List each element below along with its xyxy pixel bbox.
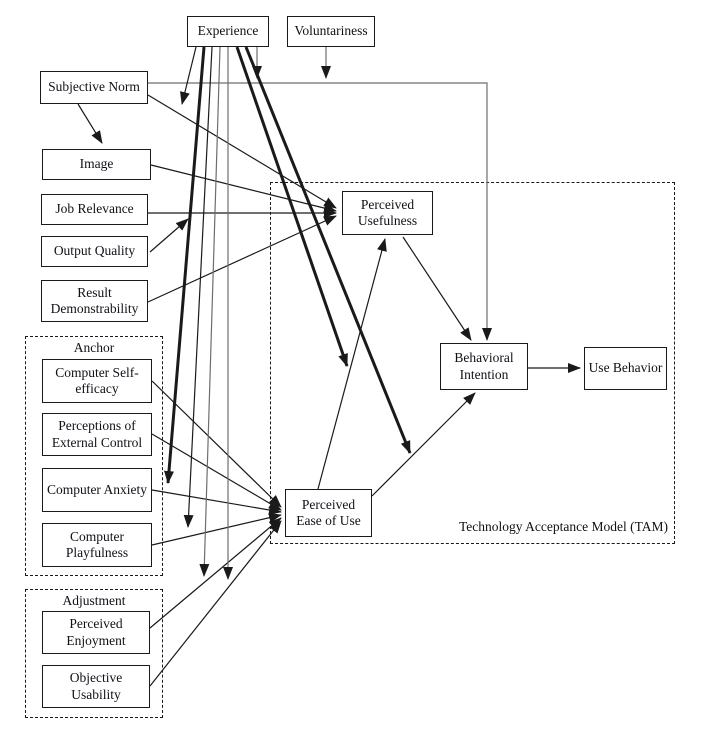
node-behavioral-intention: Behavioral Intention xyxy=(440,343,528,390)
node-perceptions-of-external-control: Perceptions of External Control xyxy=(42,413,152,456)
node-computer-anxiety: Computer Anxiety xyxy=(42,468,152,512)
node-perceived-enjoyment: Perceived Enjoyment xyxy=(42,611,150,654)
adjustment-group-frame xyxy=(25,589,163,718)
node-job-relevance: Job Relevance xyxy=(41,194,148,225)
edge-experience-moderates-canx-peou xyxy=(164,46,206,484)
edge-experience-moderates-peou-pu xyxy=(235,46,349,367)
edge-perceptions-external-control-to-peou xyxy=(151,433,282,511)
node-result-demonstrability: Result Demonstrability xyxy=(41,280,148,322)
edge-output-quality-moderates-job-relevance-pu xyxy=(149,218,189,253)
edge-objective-usability-to-peou xyxy=(149,520,282,687)
node-perceived-ease-of-use: Perceived Ease of Use xyxy=(285,489,372,537)
edge-experience-moderates-pe-peou xyxy=(199,46,221,577)
tam-boundary-frame xyxy=(270,182,675,544)
edge-experience-moderates-cplay-peou xyxy=(183,46,213,528)
edge-result-demonstrability-to-perceived-usefulness xyxy=(147,215,337,303)
edge-experience-moderates-sn-pu xyxy=(180,46,197,105)
edge-computer-anxiety-to-peou xyxy=(151,489,282,515)
node-experience: Experience xyxy=(187,16,269,47)
anchor-group-frame xyxy=(25,336,163,576)
adjustment-group-label: Adjustment xyxy=(62,593,126,608)
edge-peou-to-perceived-usefulness xyxy=(317,238,387,490)
anchor-group-label: Anchor xyxy=(73,340,115,355)
node-computer-playfulness: Computer Playfulness xyxy=(42,523,152,567)
edge-image-to-perceived-usefulness xyxy=(150,164,337,213)
edge-peou-to-behavioral-intention xyxy=(371,392,476,497)
node-use-behavior: Use Behavior xyxy=(584,347,667,390)
edge-perceived-usefulness-to-behavioral-intention xyxy=(402,236,472,341)
node-computer-self-efficacy: Computer Self-efficacy xyxy=(42,359,152,403)
node-objective-usability: Objective Usability xyxy=(42,665,150,708)
node-subjective-norm: Subjective Norm xyxy=(40,71,148,104)
node-perceived-usefulness: Perceived Usefulness xyxy=(342,191,433,235)
node-output-quality: Output Quality xyxy=(41,236,148,267)
edge-subjective-norm-to-image xyxy=(77,103,103,144)
tam-title-label: Technology Acceptance Model (TAM) xyxy=(458,519,668,534)
node-image: Image xyxy=(42,149,151,180)
edge-experience-moderates-peou-bi xyxy=(244,46,412,454)
node-voluntariness: Voluntariness xyxy=(287,16,375,47)
edge-subjective-norm-to-perceived-usefulness xyxy=(147,94,337,209)
edge-perceived-enjoyment-to-peou xyxy=(149,517,282,629)
edge-computer-playfulness-to-peou xyxy=(151,512,282,546)
